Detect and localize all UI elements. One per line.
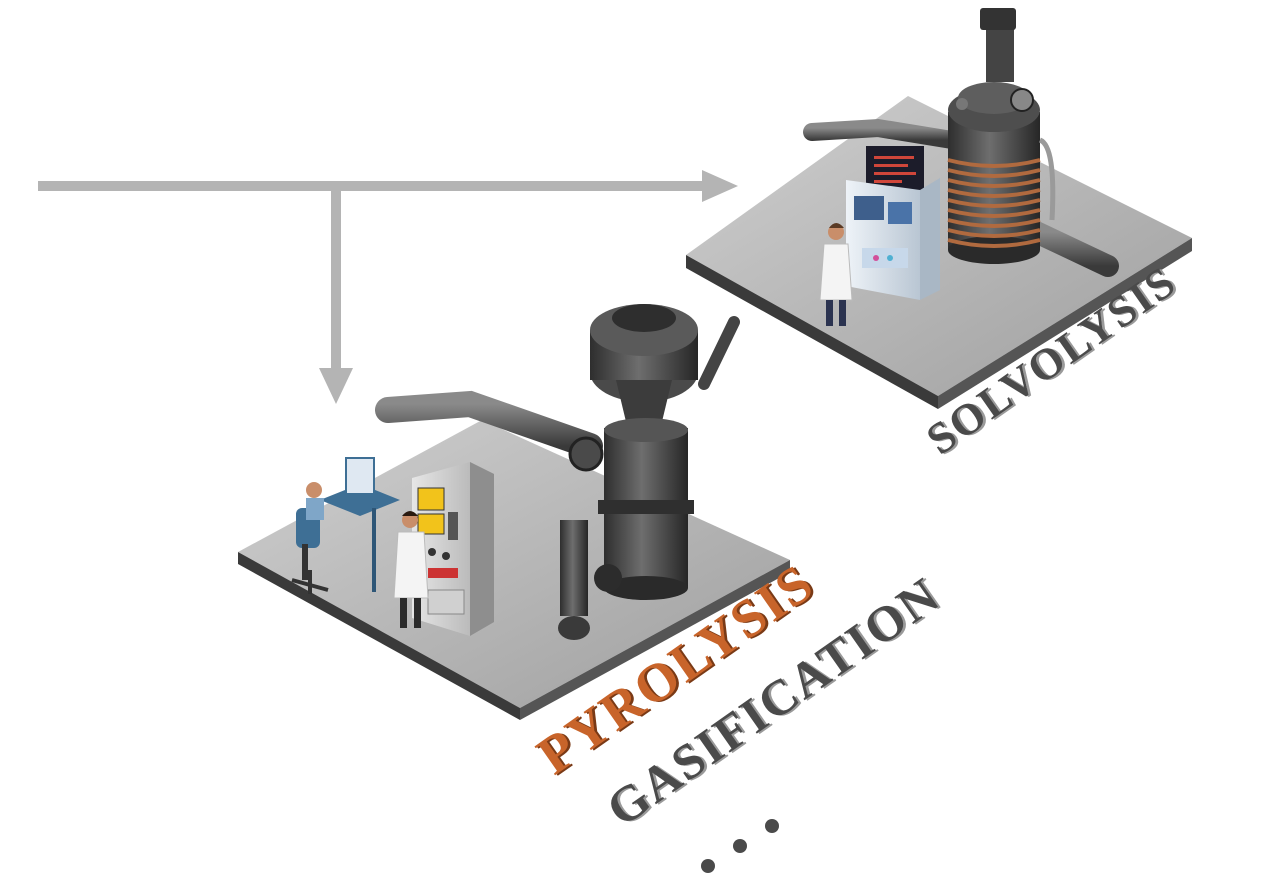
operator-icon [819,223,853,326]
control-panel-icon [412,462,494,636]
arrow-head-down [319,368,353,404]
ellipsis-dot [765,819,779,833]
arrow-main-shaft [38,181,710,191]
pipe [375,390,603,459]
control-panel-icon [846,146,940,300]
arrow-head-right [702,170,738,202]
ellipsis-dots [701,819,779,873]
outlet-pipe [1025,221,1119,277]
flow-arrow [38,170,738,404]
reactor-icon [947,8,1056,264]
copper-coil [947,158,1041,248]
ellipsis-dot [701,859,715,873]
arrow-branch-shaft [331,186,341,372]
pyrolysis-station [238,304,790,720]
solvolysis-station [686,8,1192,409]
pipe [803,118,961,149]
operator-icon [393,511,429,628]
reactor-icon [558,304,698,640]
workstation-icon [291,457,400,594]
ellipsis-dot [733,839,747,853]
